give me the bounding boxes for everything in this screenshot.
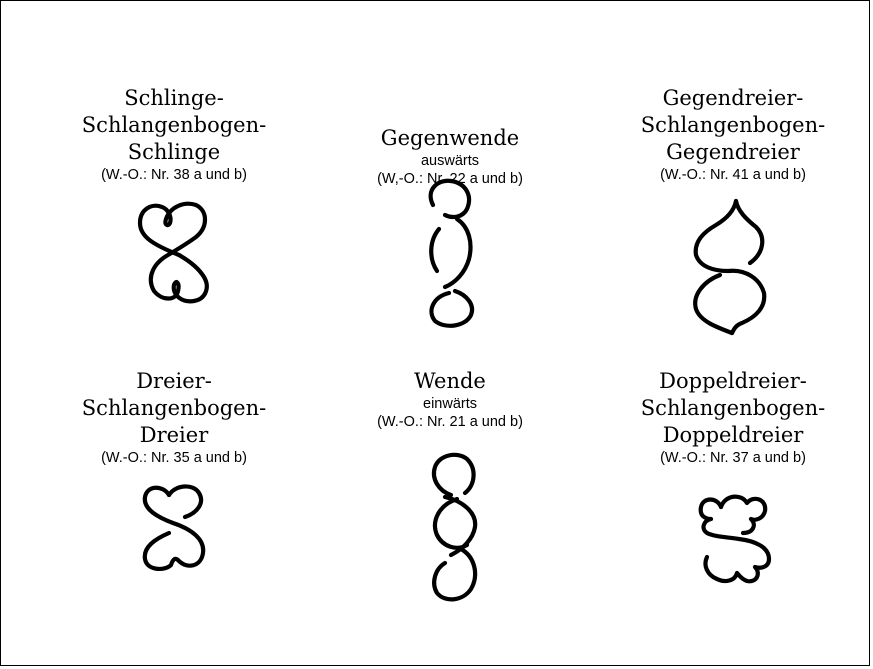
figure-reference: (W.-O.: Nr. 21 a und b) xyxy=(377,414,523,430)
figure-title-line: Schlinge xyxy=(127,140,221,164)
figure-card-doppeldreier: Doppeldreier- Schlangenbogen- Doppeldrei… xyxy=(622,368,844,467)
figure-reference: (W.-O.: Nr. 37 a und b) xyxy=(660,450,806,466)
figure-subtitle: einwärts xyxy=(423,396,477,412)
figure-title-line: Dreier xyxy=(139,423,209,447)
figure-title-line: Gegenwende xyxy=(380,126,520,150)
figure-reference: (W.-O.: Nr. 38 a und b) xyxy=(101,167,247,183)
figure-title-line: Schlangenbogen- xyxy=(640,113,826,137)
figure-subtitle: auswärts xyxy=(420,153,480,169)
figure-title-line: Schlangenbogen- xyxy=(81,396,267,420)
figure-title-line: Doppeldreier xyxy=(662,423,804,447)
dreier-schlangenbogen-dreier-figure-icon xyxy=(142,484,206,572)
figure-title-line: Schlinge- xyxy=(124,86,224,110)
figure-reference: (W.-O.: Nr. 41 a und b) xyxy=(660,167,806,183)
figure-title-line: Gegendreier xyxy=(666,140,800,164)
figure-card-gegenwende: Gegenwende auswärts (W,-O.: Nr. 22 a und… xyxy=(339,125,561,188)
figure-card-dreier: Dreier- Schlangenbogen- Dreier (W.-O.: N… xyxy=(63,368,285,467)
figure-title-line: Wende xyxy=(414,369,486,393)
figure-card-wende: Wende einwärts (W.-O.: Nr. 21 a und b) xyxy=(339,368,561,431)
figure-title-line: Doppeldreier- xyxy=(659,369,807,393)
figure-title-line: Schlangenbogen- xyxy=(640,396,826,420)
wende-einwaerts-figure-icon xyxy=(431,452,478,602)
gegendreier-schlangenbogen-gegendreier-figure-icon xyxy=(693,198,767,336)
schlinge-schlangenbogen-schlinge-figure-icon xyxy=(137,201,209,304)
figure-card-schlinge: Schlinge- Schlangenbogen- Schlinge (W.-O… xyxy=(63,85,285,184)
figure-title-line: Dreier- xyxy=(136,369,212,393)
doppeldreier-schlangenbogen-doppeldreier-figure-icon xyxy=(698,494,772,584)
figure-title-line: Gegendreier- xyxy=(662,86,804,110)
figure-title-line: Schlangenbogen- xyxy=(81,113,267,137)
figure-card-gegendreier: Gegendreier- Schlangenbogen- Gegendreier… xyxy=(622,85,844,184)
gegenwende-auswaerts-figure-icon xyxy=(428,178,475,328)
figure-reference: (W.-O.: Nr. 35 a und b) xyxy=(101,450,247,466)
